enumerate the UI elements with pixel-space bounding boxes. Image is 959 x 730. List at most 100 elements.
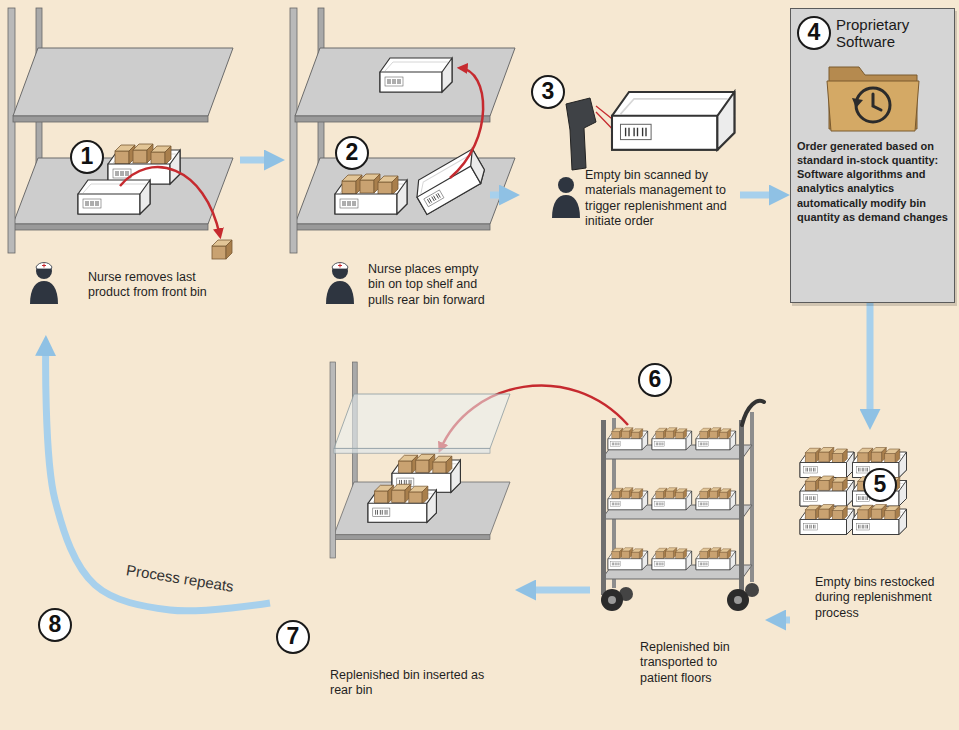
step-three-art [552, 177, 580, 218]
step-group: 7Replenished bin inserted as rear bin [270, 335, 515, 705]
process-box: 4Proprietary Software Order generated ba… [790, 8, 955, 303]
cart-art [696, 548, 736, 570]
box-heading: Proprietary Software [836, 16, 948, 51]
cart-art [608, 596, 616, 604]
cart-art [652, 488, 692, 510]
folder-clock-icon [823, 55, 923, 135]
cart-art [608, 548, 648, 570]
cart-art [608, 488, 648, 510]
step-two-art [290, 8, 515, 304]
step-two-art [380, 58, 452, 92]
step-group: 2Nurse places empty bin on top shelf and… [285, 5, 490, 335]
step-one-art [108, 144, 180, 184]
step-seven-art [330, 362, 510, 558]
cart-art [696, 488, 736, 510]
step-one-art [108, 144, 180, 184]
cart-art [696, 428, 736, 450]
cart-art [734, 596, 742, 604]
step-five-art [800, 448, 854, 478]
flow-arrow [777, 617, 790, 624]
step-three-art [612, 92, 734, 150]
step-two-art [380, 58, 452, 92]
callout-number: 7 [276, 620, 310, 654]
step-seven-art [334, 448, 490, 453]
cart-art [652, 488, 692, 510]
callout-number: 6 [638, 363, 672, 397]
step-one-art [120, 167, 220, 236]
step-two-art [335, 174, 407, 214]
step-caption: Replenished bin inserted as rear bin [330, 668, 495, 699]
step-two-art [335, 174, 407, 214]
cart-art [652, 548, 692, 570]
cart-art [696, 488, 736, 510]
step-group: 3Empty bin scanned by materials manageme… [520, 5, 740, 245]
flow-arrow [490, 192, 508, 199]
step-one-art [8, 8, 233, 253]
callout-number: 3 [531, 75, 565, 109]
cart-art [652, 428, 692, 450]
step-one-art [13, 48, 233, 122]
box-header: 4Proprietary Software [797, 16, 948, 51]
cart-art [696, 548, 736, 570]
step-one-art [8, 8, 233, 253]
callout-number: 5 [863, 468, 897, 502]
caption-block: Replenished bin transported to patient f… [640, 640, 750, 686]
edge-label: Process repeats [125, 561, 235, 595]
step-two-art [410, 149, 489, 214]
folder-clock-icon [827, 81, 919, 131]
flow-arrow [240, 157, 273, 164]
step-two-art [290, 8, 515, 253]
step-group: 5Empty bins restocked during replenishme… [790, 430, 955, 630]
step-seven-art [368, 484, 436, 522]
step-two-art [290, 8, 515, 253]
step-one-art [8, 8, 233, 304]
cart-art [601, 420, 606, 595]
step-one-art [78, 180, 150, 214]
step-caption: Empty bins restocked during replenishmen… [815, 575, 950, 621]
step-one-art [30, 263, 58, 305]
step-seven-art [334, 394, 510, 448]
step-two-art [450, 68, 483, 178]
caption-block: Empty bin scanned by materials managemen… [585, 168, 735, 229]
cart-art [652, 428, 692, 450]
step-five-art [853, 505, 907, 535]
cart-art [727, 589, 749, 611]
step-seven-art [368, 484, 436, 522]
cart-art [608, 488, 648, 510]
step-one-art [78, 180, 150, 214]
step-group: 6Replenished bin transported to patient … [590, 360, 765, 700]
step-seven-art [330, 362, 510, 558]
cart-art [742, 401, 764, 425]
folder-clock-icon [852, 98, 863, 108]
caption-block: Nurse removes last product from front bi… [88, 270, 238, 301]
step-caption: Nurse places empty bin on top shelf and … [368, 262, 490, 308]
cart-art [601, 589, 623, 611]
cart-art [750, 412, 754, 582]
cart-art [739, 420, 744, 595]
step-caption: Replenished bin transported to patient f… [640, 640, 750, 686]
folder-clock-icon [856, 88, 890, 122]
flow-arrow [46, 347, 270, 611]
caption-block: Replenished bin inserted as rear bin [330, 668, 495, 699]
cart-art [608, 548, 648, 570]
caption-block: Empty bins restocked during replenishmen… [815, 575, 950, 621]
step-two-art [410, 149, 489, 214]
flow-arrow [527, 587, 590, 594]
step-five-art [800, 505, 854, 535]
step-caption: Nurse removes last product from front bi… [88, 270, 238, 301]
step-seven-art [330, 362, 510, 558]
step-caption: Empty bin scanned by materials managemen… [585, 168, 735, 229]
step-group: 1Nurse removes last product from front b… [5, 5, 240, 335]
flow-arrow [740, 192, 778, 199]
step-one-art [212, 240, 232, 259]
folder-clock-icon [873, 94, 881, 110]
cart-art [608, 428, 648, 450]
cart-art [652, 548, 692, 570]
caption-block: Nurse places empty bin on top shelf and … [368, 262, 490, 308]
step-three-art [566, 98, 596, 170]
flow-arrow [867, 303, 874, 418]
callout-number: 1 [70, 140, 104, 174]
callout-number: 8 [38, 608, 72, 642]
step-five-art [800, 448, 907, 535]
